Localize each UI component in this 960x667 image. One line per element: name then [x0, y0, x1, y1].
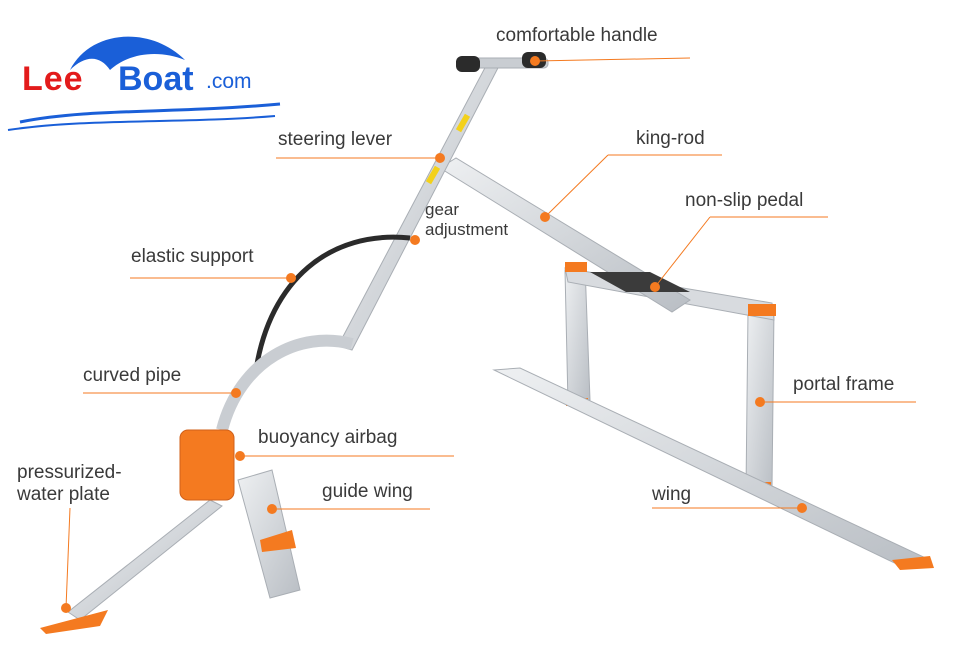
label-gear-line1: gear: [425, 200, 460, 219]
label-guide-wing: guide wing: [322, 481, 413, 502]
handlebar: [456, 52, 549, 72]
leeboat-logo: Lee Boat .com: [0, 30, 290, 140]
front-tube: [67, 499, 223, 621]
label-elastic-support: elastic support: [131, 246, 254, 267]
water-plate-shape: [40, 610, 108, 634]
label-steering-lever: steering lever: [278, 129, 393, 150]
label-curved-pipe: curved pipe: [83, 365, 182, 386]
logo-text-com: .com: [206, 70, 252, 93]
label-gear-adjustment: gear adjustment: [425, 200, 508, 240]
label-gear-line2: adjustment: [425, 220, 509, 239]
label-portal-frame: portal frame: [793, 374, 895, 395]
label-buoyancy-airbag: buoyancy airbag: [258, 427, 398, 448]
label-pressurized-water-plate: pressurized- water plate: [17, 462, 122, 506]
airbag-shape: [179, 429, 235, 501]
elastic-hose: [253, 234, 411, 371]
label-plate-line2: water plate: [17, 484, 110, 505]
curved-pipe-tube: [216, 334, 354, 432]
wave-icon: [7, 36, 281, 131]
logo-text-boat: Boat: [118, 60, 194, 98]
pedal-plate: [590, 272, 690, 292]
label-king-rod: king-rod: [636, 128, 705, 149]
marker-dots: [61, 56, 807, 613]
label-wing: wing: [652, 484, 692, 505]
rear-wing: [492, 367, 934, 570]
leader-lines: [65, 57, 916, 609]
label-non-slip-pedal: non-slip pedal: [685, 190, 804, 211]
label-plate-line1: pressurized-: [17, 462, 122, 483]
logo-text-lee: Lee: [22, 60, 84, 98]
label-comfortable-handle: comfortable handle: [496, 25, 658, 46]
guide-wing-shape: [237, 469, 301, 599]
